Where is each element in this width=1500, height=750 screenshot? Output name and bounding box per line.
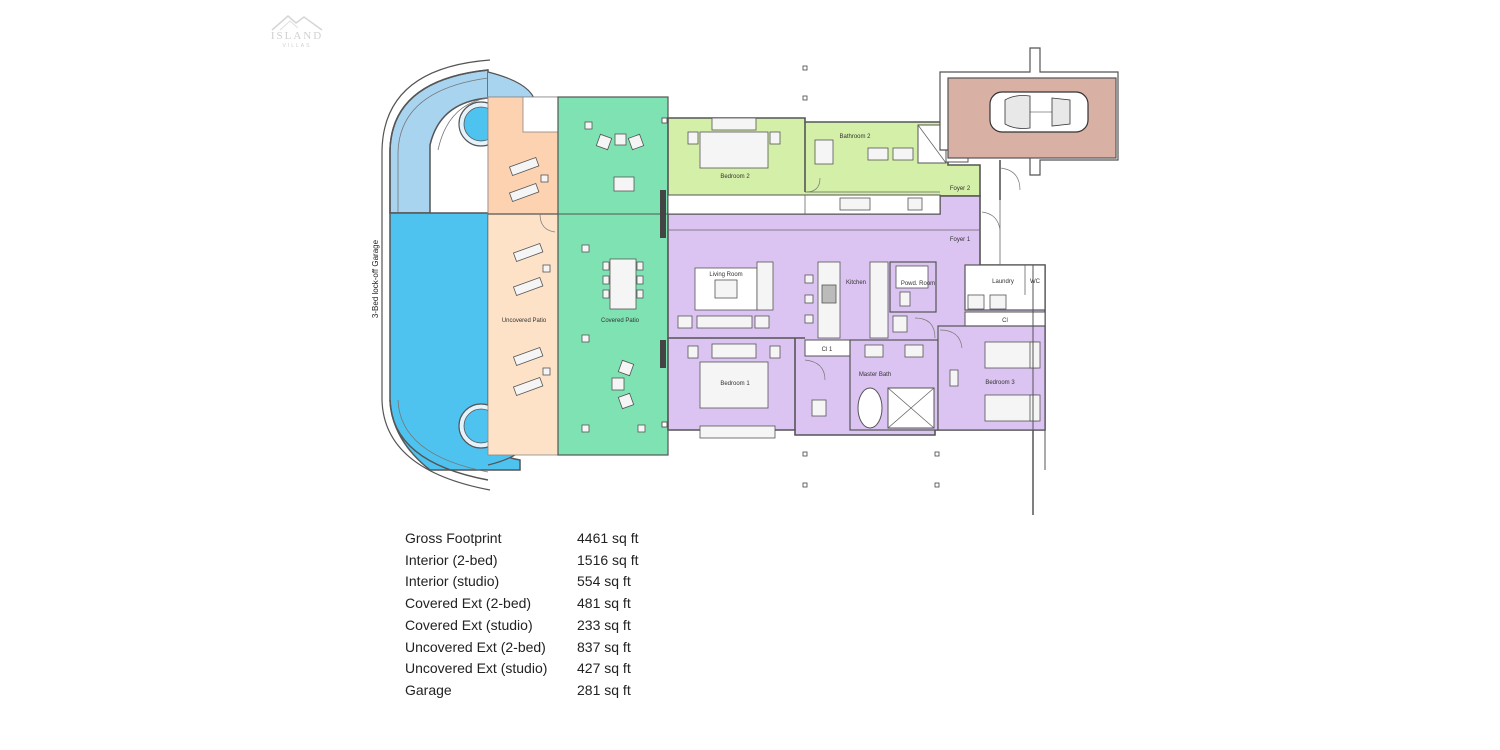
closet-label: Cl — [1002, 318, 1008, 324]
area-row: Interior (studio) 554 sq ft — [405, 571, 639, 593]
area-row: Garage 281 sq ft — [405, 680, 639, 702]
area-row: Covered Ext (2-bed) 481 sq ft — [405, 593, 639, 615]
area-label: Uncovered Ext (2-bed) — [405, 638, 546, 655]
plan-side-label: 3-Bed lock-off Garage — [371, 239, 380, 318]
logo-mark: ISLAND VILLAS — [271, 15, 323, 49]
area-label: Garage — [405, 681, 452, 698]
island-villas-logo: ISLAND VILLAS — [250, 8, 345, 50]
area-label: Interior (studio) — [405, 573, 500, 590]
uncovered-patio-label: Uncovered Patio — [502, 318, 547, 324]
area-label: Covered Ext (2-bed) — [405, 595, 532, 612]
area-label: Covered Ext (studio) — [405, 616, 533, 633]
area-label: Interior (2-bed) — [405, 551, 498, 568]
uncovered-patio: Uncovered Patio — [487, 96, 559, 456]
foyer-2-label: Foyer 2 — [950, 186, 971, 192]
patio-furniture — [581, 121, 646, 433]
logo-text: ISLAND — [271, 30, 323, 42]
area-row: Gross Footprint 4461 sq ft — [405, 528, 639, 550]
closet-1-label: Cl 1 — [822, 347, 833, 353]
area-schedule-body: Gross Footprint 4461 sq ft Interior (2-bed… — [405, 528, 639, 702]
area-label: Uncovered Ext (studio) — [405, 660, 548, 677]
powder-room-label: Powd. Room — [901, 281, 935, 287]
bathroom-2-label: Bathroom 2 — [839, 134, 871, 140]
area-value: 427 sq ft — [577, 660, 631, 677]
area-value: 837 sq ft — [577, 638, 631, 655]
area-value: 281 sq ft — [577, 681, 631, 698]
logo-subtext: VILLAS — [283, 43, 312, 49]
area-schedule: Gross Footprint 4461 sq ft Interior (2-bed… — [405, 528, 639, 702]
exterior-details — [660, 65, 1046, 515]
living-room-label: Living Room — [709, 272, 742, 278]
area-row: Interior (2-bed) 1516 sq ft — [405, 550, 639, 572]
loungers — [508, 156, 551, 396]
garage — [939, 47, 1119, 265]
master-bath-label: Master Bath — [859, 372, 891, 378]
main-interior: Foyer 1 Living Room Kitchen Powd. Room L… — [667, 194, 1046, 439]
area-value: 1516 sq ft — [577, 551, 639, 568]
area-value: 4461 sq ft — [577, 530, 639, 546]
area-label: Gross Footprint — [405, 530, 502, 546]
area-value: 481 sq ft — [577, 595, 631, 612]
foyer-1-label: Foyer 1 — [950, 237, 971, 243]
covered-patio-label: Covered Patio — [601, 318, 640, 324]
area-value: 233 sq ft — [577, 616, 631, 633]
bedroom-2-label: Bedroom 2 — [720, 174, 750, 180]
covered-patio: Covered Patio — [557, 96, 669, 456]
wc-2-label: WC — [1030, 279, 1041, 285]
car-icon — [989, 91, 1089, 133]
area-row: Covered Ext (studio) 233 sq ft — [405, 615, 639, 637]
area-value: 554 sq ft — [577, 573, 631, 590]
bedroom-1-label: Bedroom 1 — [720, 381, 750, 387]
bedroom-3-label: Bedroom 3 — [985, 380, 1015, 386]
kitchen-label: Kitchen — [846, 280, 866, 286]
laundry-label: Laundry — [992, 279, 1014, 285]
area-row: Uncovered Ext (2-bed) 837 sq ft — [405, 637, 639, 659]
area-row: Uncovered Ext (studio) 427 sq ft — [405, 658, 639, 680]
